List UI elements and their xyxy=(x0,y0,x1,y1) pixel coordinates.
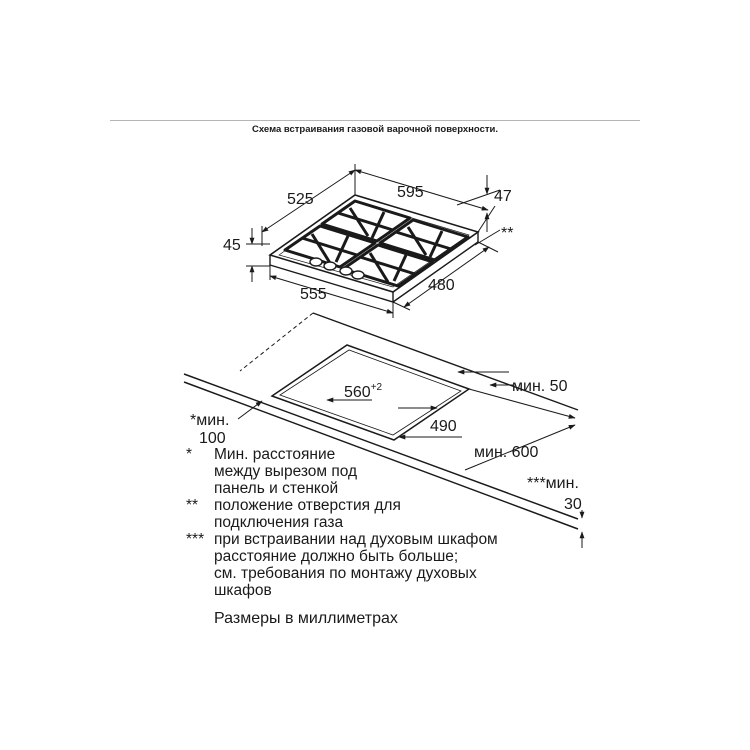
footnote-3: *** при встраивании над духовым шкафом р… xyxy=(186,531,576,599)
footnote-mark: * xyxy=(186,446,193,463)
cutout-depth-label: 490 xyxy=(430,418,457,435)
hob-depth-label: 595 xyxy=(397,184,424,201)
hob-front-width-label: 555 xyxy=(300,286,327,303)
gas-connection-marker: ** xyxy=(501,225,513,242)
hob-dimension-labels: 525 595 47 ** 45 555 480 xyxy=(223,184,513,303)
hob-dimension-lines xyxy=(246,164,501,318)
top-rule xyxy=(110,120,640,121)
diagram-title: Схема встраивания газовой варочной повер… xyxy=(252,124,498,135)
footnote-line: расстояние должно быть больше; xyxy=(214,548,459,565)
footnote-line: подключения газа xyxy=(214,514,344,531)
footnotes: * Мин. расстояние между вырезом под пане… xyxy=(186,446,576,599)
footnote-line: панель и стенкой xyxy=(214,480,339,497)
min-rear-label: мин. 50 xyxy=(512,378,568,395)
footnote-2: ** положение отверстия для подключения г… xyxy=(186,497,576,531)
hob-top-label: 47 xyxy=(494,188,512,205)
footnote-line: между вырезом под xyxy=(214,463,358,480)
footnote-line: положение отверстия для xyxy=(214,497,401,514)
footnote-mark: *** xyxy=(186,531,205,548)
hob-height-label: 45 xyxy=(223,237,241,254)
min-bottom-label-2: 30 xyxy=(564,496,582,513)
footnote-line: при встраивании над духовым шкафом xyxy=(214,531,498,548)
footnote-mark: ** xyxy=(186,497,199,514)
cutout-width-tolerance: +2 xyxy=(371,382,383,393)
min-bottom-label-1: ***мин. xyxy=(527,475,579,492)
min-depth-label: мин. 600 xyxy=(474,444,538,461)
footnote-line: шкафов xyxy=(214,582,272,599)
footnote-line: см. требования по монтажу духовых xyxy=(214,565,477,582)
cutout-inner xyxy=(279,349,462,436)
footnote-line: Мин. расстояние xyxy=(214,446,336,463)
units-label: Размеры в миллиметрах xyxy=(214,610,398,627)
min-side-label-1: *мин. xyxy=(190,412,229,429)
hob-side-depth-label: 480 xyxy=(428,277,455,294)
hob-width-label: 525 xyxy=(287,191,314,208)
cutout-width-label: 560+2 xyxy=(344,382,383,401)
cutout-dimension-labels: 560+2 490 мин. 50 *мин. 100 мин. 600 ***… xyxy=(190,378,582,513)
footnote-1: * Мин. расстояние между вырезом под пане… xyxy=(186,446,576,497)
cutout-dimension-lines xyxy=(237,369,585,548)
countertop xyxy=(183,312,579,530)
min-side-label-2: 100 xyxy=(199,430,226,447)
